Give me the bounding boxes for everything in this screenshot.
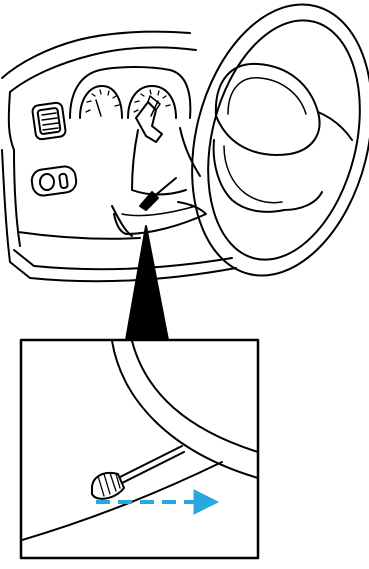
steering-column — [132, 128, 200, 195]
wheel-hub-inner — [228, 78, 306, 114]
pointer-wedge — [126, 226, 168, 340]
headlight-switch-icon — [30, 165, 77, 197]
gauge-left-needle — [96, 100, 101, 116]
dash-lower-inner — [14, 250, 232, 269]
switch-knob — [40, 174, 54, 190]
wheel-spoke-right — [318, 112, 352, 140]
vent-frame — [32, 102, 66, 140]
callout-frame — [21, 340, 258, 558]
vent-slat-4 — [43, 128, 58, 130]
gauge-right-ticks — [134, 90, 170, 112]
vent-slat-2 — [42, 118, 57, 120]
instrument-cluster — [70, 67, 190, 118]
gauge-left-ticks — [86, 90, 119, 112]
dashboard — [2, 32, 236, 282]
column-shroud-left — [132, 130, 138, 190]
wheel-spoke-bottom — [284, 192, 322, 210]
vent-slat-3 — [43, 123, 58, 125]
vent-slat-1 — [42, 113, 56, 115]
dash-left-side — [9, 92, 20, 246]
detail-callout-box — [21, 340, 258, 558]
vent-inner — [37, 108, 60, 135]
wheel-rim-inner — [185, 4, 369, 276]
column-shroud-right — [180, 128, 200, 176]
under-dash-panel — [114, 202, 206, 234]
gauge-left-icon — [80, 86, 122, 118]
screwdriver-handle — [140, 192, 158, 210]
dash-panel-line — [18, 232, 140, 239]
air-vent-icon — [32, 102, 66, 140]
wheel-rim-outer — [165, 0, 369, 295]
steering-wheel-icon — [165, 0, 369, 295]
steering-column-lever-icon — [136, 96, 162, 142]
panel-inner — [122, 206, 196, 216]
switch-slot — [59, 174, 68, 189]
callout-pointer — [126, 226, 168, 340]
